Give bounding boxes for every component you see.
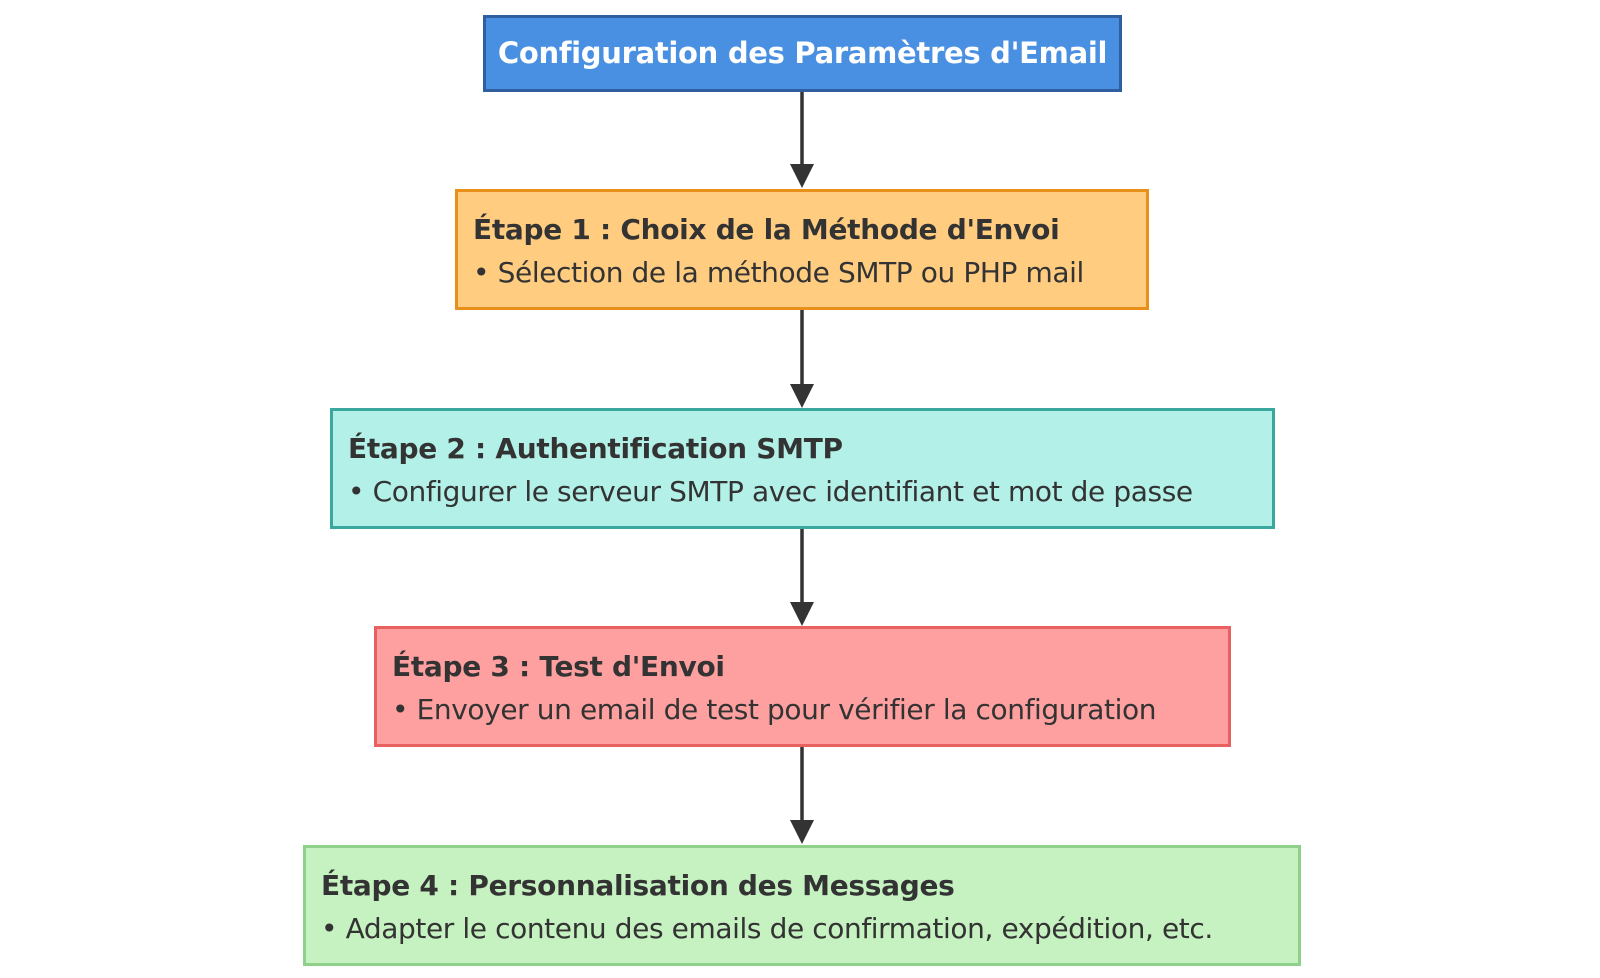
arrow-step3-to-step4 (790, 746, 814, 844)
arrow-title-to-step1 (790, 91, 814, 188)
diagram-title-node: Configuration des Paramètres d'Email (483, 15, 1122, 92)
arrowhead-icon (790, 164, 814, 188)
arrowhead-icon (790, 820, 814, 844)
step-2-node: Étape 2 : Authentification SMTP • Config… (330, 408, 1275, 529)
arrowhead-icon (790, 384, 814, 408)
arrow-step1-to-step2 (790, 309, 814, 408)
step-3-heading: Étape 3 : Test d'Envoi (392, 650, 725, 683)
step-3-node: Étape 3 : Test d'Envoi • Envoyer un emai… (374, 626, 1231, 747)
step-3-detail: • Envoyer un email de test pour vérifier… (392, 693, 1157, 726)
step-4-node: Étape 4 : Personnalisation des Messages … (303, 845, 1301, 966)
step-1-heading: Étape 1 : Choix de la Méthode d'Envoi (473, 213, 1060, 246)
step-4-detail: • Adapter le contenu des emails de confi… (321, 912, 1213, 945)
arrow-step2-to-step3 (790, 527, 814, 626)
step-1-node: Étape 1 : Choix de la Méthode d'Envoi • … (455, 189, 1149, 310)
step-1-detail: • Sélection de la méthode SMTP ou PHP ma… (473, 256, 1084, 289)
arrowhead-icon (790, 602, 814, 626)
step-4-heading: Étape 4 : Personnalisation des Messages (321, 869, 955, 902)
step-2-detail: • Configurer le serveur SMTP avec identi… (348, 475, 1193, 508)
step-2-heading: Étape 2 : Authentification SMTP (348, 432, 843, 465)
